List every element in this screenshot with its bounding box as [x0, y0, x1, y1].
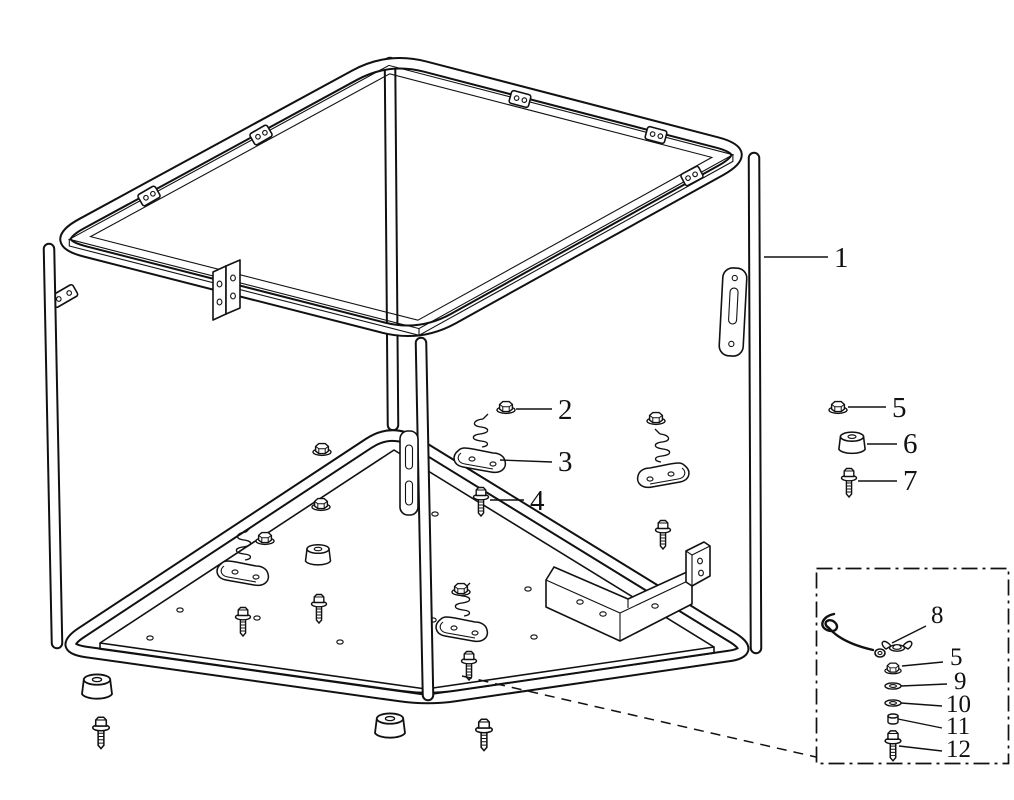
latch-plate-front: [399, 430, 419, 516]
deck-tab: [680, 165, 704, 187]
flange-nut-inset: [884, 662, 902, 675]
callout-12: 12: [898, 736, 971, 763]
spring-mount: [636, 428, 690, 489]
callout-8-label: 8: [931, 602, 944, 629]
bolt-part-12: [884, 730, 902, 762]
callout-9-label: 9: [954, 668, 967, 695]
washer-part-9: [884, 682, 902, 690]
callout-6-label: 6: [903, 428, 918, 460]
rubber-cushion-part-6: [838, 431, 866, 455]
callout-12-label: 12: [946, 736, 971, 763]
tray-bracket: [545, 565, 701, 642]
rubber-cushion: [304, 543, 332, 566]
inset-detail-box: 8 5 9 10 11 12: [815, 567, 1010, 765]
frame-top: [49, 63, 736, 335]
deck-thickness-edge: [68, 154, 734, 337]
deck-tab: [644, 125, 668, 145]
flange-nut: [312, 442, 332, 457]
callout-4: 4: [490, 485, 545, 517]
inset-box-border: [815, 567, 1010, 765]
callout-4-label: 4: [530, 485, 545, 517]
callout-12-leader: [898, 745, 943, 752]
rubber-foot: [374, 712, 406, 739]
deck-tab: [249, 124, 273, 146]
callout-11: 11: [897, 713, 970, 740]
callout-7: 7: [858, 465, 918, 497]
deck-outer-edge: [67, 64, 735, 330]
callout-8-leader: [891, 625, 927, 644]
washer-part-10: [884, 699, 902, 707]
hanger-bracket: [212, 259, 241, 321]
rubber-foot: [81, 673, 113, 700]
callout-11-leader: [897, 718, 943, 729]
frame-right-tube-fill: [754, 158, 756, 648]
callout-10: 10: [900, 691, 971, 718]
callout-5-label: 5: [892, 392, 907, 424]
wing-nut: [881, 640, 913, 652]
callout-5b-leader: [901, 661, 944, 667]
callout-3-label: 3: [558, 446, 573, 478]
deck-tab: [508, 89, 532, 109]
corner-bracket: [685, 541, 711, 587]
base-plate-components: [216, 400, 711, 681]
callout-5: 5: [848, 392, 907, 424]
callout-10-leader: [900, 702, 943, 707]
frame-back-tube-fill: [390, 63, 393, 425]
ground-wire: [821, 612, 875, 652]
frame-top-loop: [66, 63, 737, 331]
callout-6: 6: [867, 428, 918, 460]
spacer-part-11: [887, 713, 899, 725]
flange-nut-part-2: [496, 400, 516, 415]
latch-plate-right: [718, 267, 748, 357]
callout-9: 9: [900, 668, 967, 695]
frame-top-loop-fill: [66, 63, 737, 331]
callout-11-label: 11: [946, 713, 970, 740]
callout-2-label: 2: [558, 394, 573, 426]
callout-8: 8: [891, 602, 944, 644]
deck-inner-edge: [89, 73, 714, 321]
inset-reference-line: [461, 675, 817, 758]
side-hardware-stack: [828, 400, 866, 498]
spring-mount-part-3: [453, 413, 507, 474]
callout-3: 3: [499, 446, 573, 478]
callouts-main: 1 2 3 4 5 6 7: [490, 242, 918, 517]
callout-5b: 5: [901, 644, 963, 671]
flange-nut: [646, 411, 666, 426]
callout-1: 1: [764, 242, 849, 274]
callout-10-label: 10: [946, 691, 971, 718]
callout-7-label: 7: [903, 465, 918, 497]
foot-bolt: [474, 718, 494, 752]
foot-bolt: [91, 716, 111, 750]
ring-terminal-hole: [877, 650, 883, 656]
callout-5b-label: 5: [950, 644, 963, 671]
flange-nut-part-5: [828, 400, 848, 415]
callout-2: 2: [516, 394, 573, 426]
flange-bolt: [654, 519, 672, 550]
callout-3-leader: [499, 459, 553, 463]
flange-bolt-part-7: [840, 467, 858, 498]
callout-1-label: 1: [834, 242, 849, 274]
deck-tab: [137, 185, 161, 207]
callout-9-leader: [900, 683, 948, 687]
